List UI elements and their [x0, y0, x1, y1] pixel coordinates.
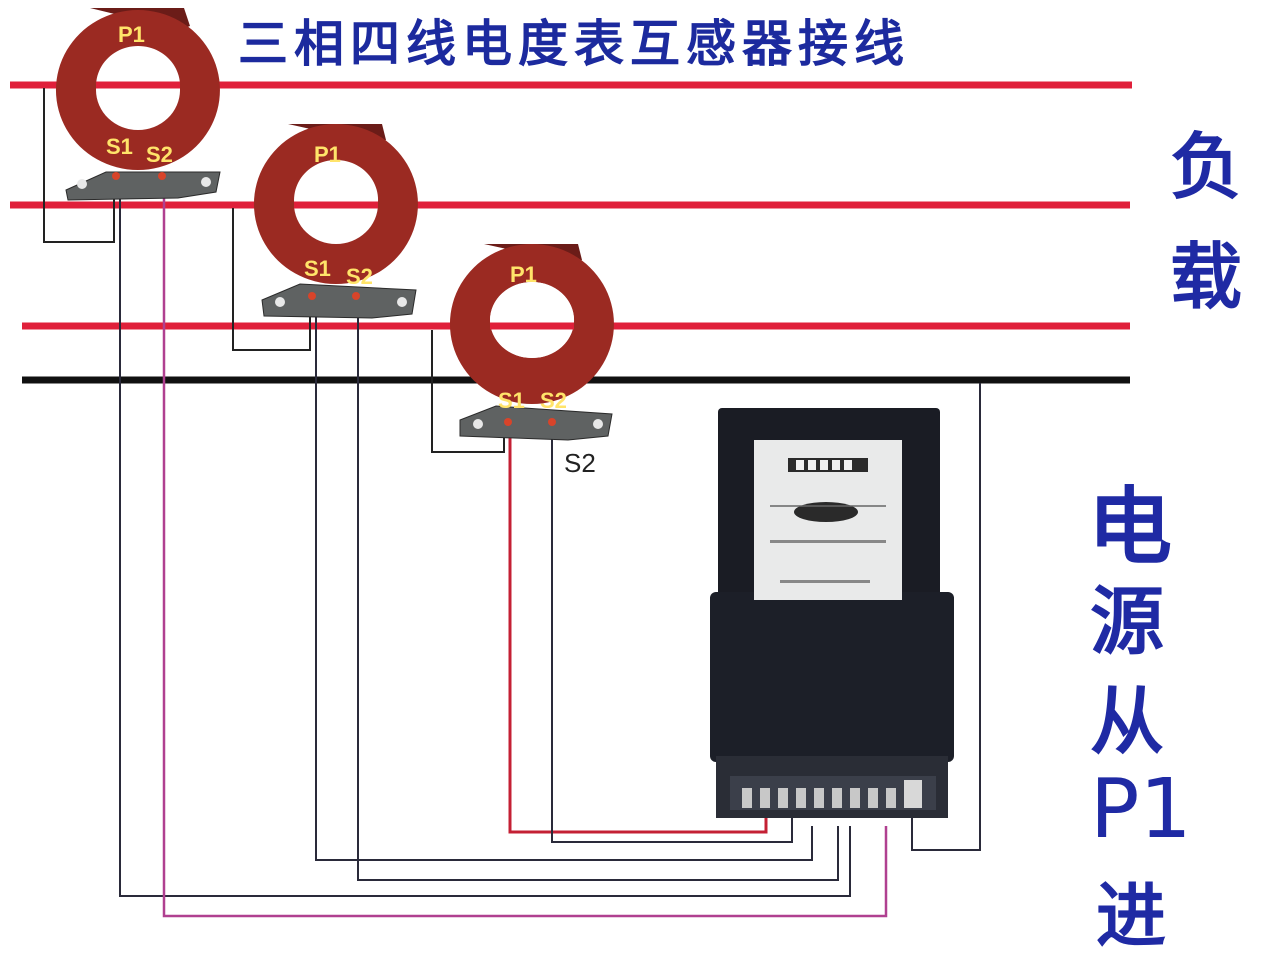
load-label-char-2: 载 [1170, 235, 1243, 319]
wire-ct2-s1 [315, 305, 813, 861]
power-label-char-1: 电 [1088, 478, 1173, 576]
power-label-char-5: 进 [1096, 875, 1166, 957]
power-label-char-4: P1 [1090, 762, 1192, 857]
energy-meter [710, 408, 954, 818]
load-label-char-1: 负 [1170, 125, 1243, 209]
ct2-s1-label: S1 [304, 256, 331, 281]
ct1-s1-label: S1 [106, 134, 133, 159]
jumper-ct1 [43, 88, 115, 243]
ct3-s1-label: S1 [498, 388, 525, 413]
current-transformer-3 [449, 244, 614, 441]
power-label-char-3: 从 [1090, 679, 1164, 765]
ct3-s2-label: S2 [540, 388, 567, 413]
diagram-title: 三相四线电度表互感器接线 [238, 15, 910, 73]
wire-ct1-s2 [162, 182, 888, 918]
meter-terminals [742, 780, 922, 808]
wire-ct3-s2 [551, 428, 793, 843]
current-transformer-1 [55, 8, 221, 201]
meter-s2-label: S2 [564, 448, 596, 478]
power-label-char-2: 源 [1090, 579, 1164, 665]
ct2-s2-label: S2 [346, 264, 373, 289]
jumper-ct2 [232, 208, 311, 351]
wire-neutral [911, 383, 981, 851]
ct3-p1-label: P1 [510, 262, 537, 287]
wire-ct1-s1 [119, 190, 851, 897]
ct1-p1-label: P1 [118, 22, 145, 47]
wire-ct3-s1 [508, 428, 768, 834]
wire-ct2-s2 [357, 298, 839, 881]
ct1-s2-label: S2 [146, 142, 173, 167]
jumper-ct3 [431, 330, 505, 453]
ct2-p1-label: P1 [314, 142, 341, 167]
